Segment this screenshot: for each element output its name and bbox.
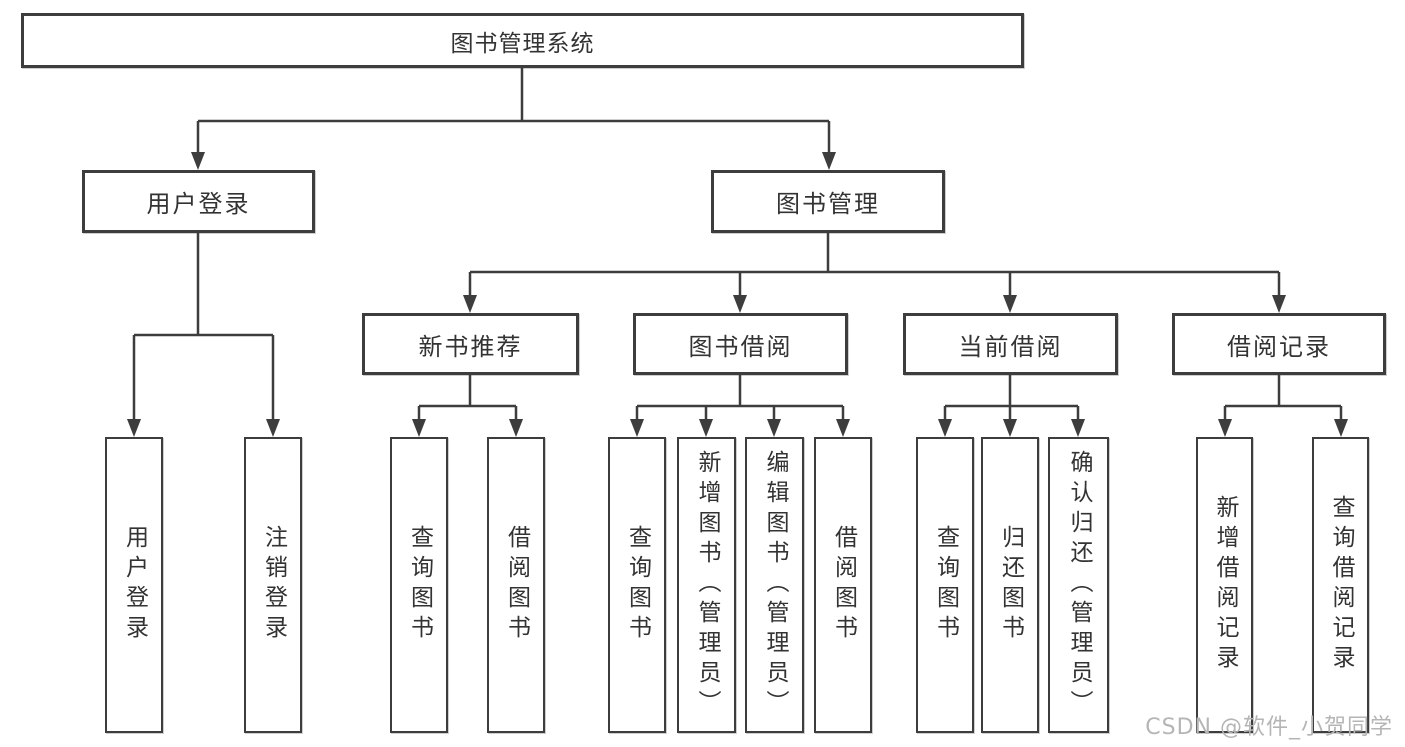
connector-root-to-level2: [191, 68, 836, 170]
connector-book-borrow-to-leaves: [630, 375, 850, 437]
arrowhead-icon: [1272, 295, 1286, 313]
leaf-user-login: 用户登录: [105, 437, 163, 733]
arrowhead-icon: [733, 295, 747, 313]
leaf-query-books-3: 查询图书: [916, 437, 974, 733]
node-book-borrow: 图书借阅: [633, 313, 848, 375]
arrowhead-icon: [1003, 295, 1017, 313]
arrowhead-icon: [1218, 419, 1232, 437]
node-book-management: 图书管理: [711, 170, 945, 233]
connector-borrow-records-to-leaves: [1218, 375, 1348, 437]
node-root: 图书管理系统: [21, 13, 1024, 68]
leaf-confirm-return-admin: 确认归还（管理员）: [1048, 437, 1109, 733]
connector-new-book-recommend-to-leaves: [412, 375, 523, 437]
arrowhead-icon: [266, 419, 280, 437]
arrowhead-icon: [1071, 419, 1085, 437]
leaf-add-book-admin: 新增图书（管理员）: [677, 437, 736, 733]
leaf-borrow-books-2: 借阅图书: [814, 437, 872, 733]
arrowhead-icon: [938, 419, 952, 437]
arrowhead-icon: [127, 419, 141, 437]
leaf-return-book: 归还图书: [981, 437, 1039, 733]
leaf-borrow-books-1: 借阅图书: [487, 437, 545, 733]
leaf-query-books-2: 查询图书: [608, 437, 666, 733]
leaf-logout: 注销登录: [244, 437, 302, 733]
watermark: CSDN @软件_小贺同学: [1145, 715, 1393, 740]
connector-user-login-to-leaves: [127, 233, 280, 437]
leaf-query-borrow-record: 查询借阅记录: [1312, 437, 1369, 733]
arrowhead-icon: [699, 419, 713, 437]
node-new-book-recommend: 新书推荐: [362, 313, 579, 375]
arrowhead-icon: [1334, 419, 1348, 437]
arrowhead-icon: [1003, 419, 1017, 437]
arrowhead-icon: [463, 295, 477, 313]
connector-book-management-to-level3: [463, 233, 1286, 313]
arrowhead-icon: [822, 152, 836, 170]
arrowhead-icon: [509, 419, 523, 437]
connector-current-borrow-to-leaves: [938, 375, 1085, 437]
leaf-query-books-1: 查询图书: [390, 437, 448, 733]
arrowhead-icon: [836, 419, 850, 437]
arrowhead-icon: [191, 152, 205, 170]
arrowhead-icon: [767, 419, 781, 437]
arrowhead-icon: [630, 419, 644, 437]
node-current-borrow: 当前借阅: [903, 313, 1118, 375]
leaf-edit-book-admin: 编辑图书（管理员）: [745, 437, 804, 733]
node-user-login: 用户登录: [82, 170, 315, 233]
leaf-add-borrow-record: 新增借阅记录: [1196, 437, 1253, 733]
node-borrow-records: 借阅记录: [1172, 313, 1386, 375]
arrowhead-icon: [412, 419, 426, 437]
